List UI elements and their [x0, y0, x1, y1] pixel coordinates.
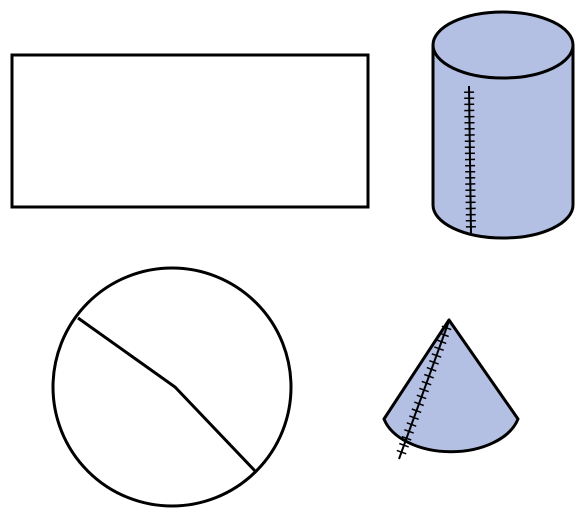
- cylinder-shape: [433, 12, 573, 238]
- cone-shape: [384, 320, 518, 459]
- rectangle-shape: [12, 55, 368, 207]
- cone-body: [384, 320, 518, 452]
- cylinder-top-ellipse: [433, 12, 573, 78]
- circle-with-cut-shape: [53, 268, 291, 506]
